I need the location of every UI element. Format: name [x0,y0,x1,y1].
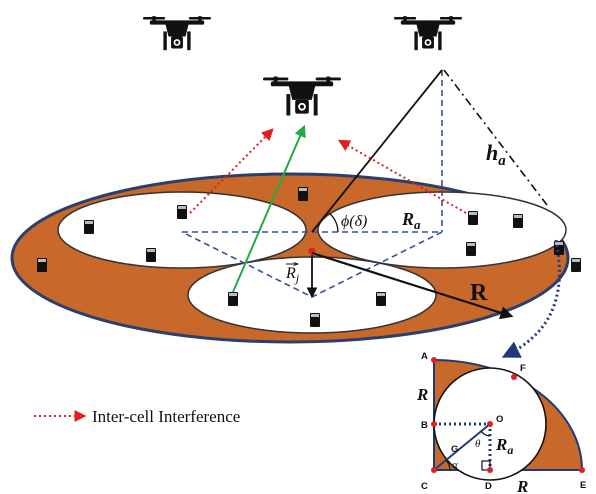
label-phi: ϕ(δ) [341,213,367,230]
user-phone-icon [310,313,320,327]
user-phone-icon [298,187,308,201]
label-R-a: Ra [401,209,421,232]
inset-label-C: C [421,481,428,492]
inset-theta-arc [480,430,491,437]
desired-link-arrow [232,124,306,293]
user-phone-icon [513,214,523,228]
inset-point-A [431,357,437,363]
uav-top-left-icon [143,16,211,51]
user-phone-icon [37,258,47,272]
user-phone-icon [554,241,564,255]
uav-top-right-icon [394,16,462,51]
radius-R-arrow [311,251,514,320]
inset-label-alpha: α [452,459,458,471]
user-phone-icon [468,211,478,225]
inset-label-O: O [496,414,503,425]
user-phone-icon [84,220,94,234]
inset-point-D [487,467,493,473]
inset-right-angle-mark [481,460,491,471]
label-h-a: ha [486,140,506,169]
inset-point-O [487,421,493,427]
inset-label-G: G [451,444,458,455]
inset-label-side-R: R [416,385,428,404]
inset-point-C [431,467,437,473]
phi-angle-arc [328,212,339,233]
label-R-j: Rj [285,265,300,285]
inset-label-A: A [421,351,428,362]
inset-segment-CO [433,423,491,471]
label-R-big: R [470,280,488,306]
uav-to-edge-dashdot [443,69,548,206]
interference-arrow-right [337,139,467,214]
user-phone-icon [146,248,156,262]
user-phone-icon [571,258,581,272]
inset-label-theta: θ [475,438,481,450]
inset-label-bottom-R: R [516,477,528,494]
inset-label-D: D [485,481,492,492]
inset-point-F [511,374,517,380]
inset-label-B: B [421,420,428,431]
uav-center-icon [263,76,341,116]
inset-alpha-arc [445,459,451,471]
inset-quarter-disk [431,357,585,481]
user-phone-icon [376,292,386,306]
uav-to-centre-line [311,69,443,233]
inset-label-F: F [520,363,526,374]
inset-label-E: E [580,480,586,491]
cell-left [57,191,307,269]
user-phone-icon [228,292,238,306]
inset-point-E [579,467,585,473]
legend-interference-text: Inter-cell Interference [92,407,240,426]
inset-point-B [431,421,437,427]
inset-label-R-a: Ra [495,435,513,457]
user-phone-icon [177,205,187,219]
user-phone-icon [466,242,476,256]
